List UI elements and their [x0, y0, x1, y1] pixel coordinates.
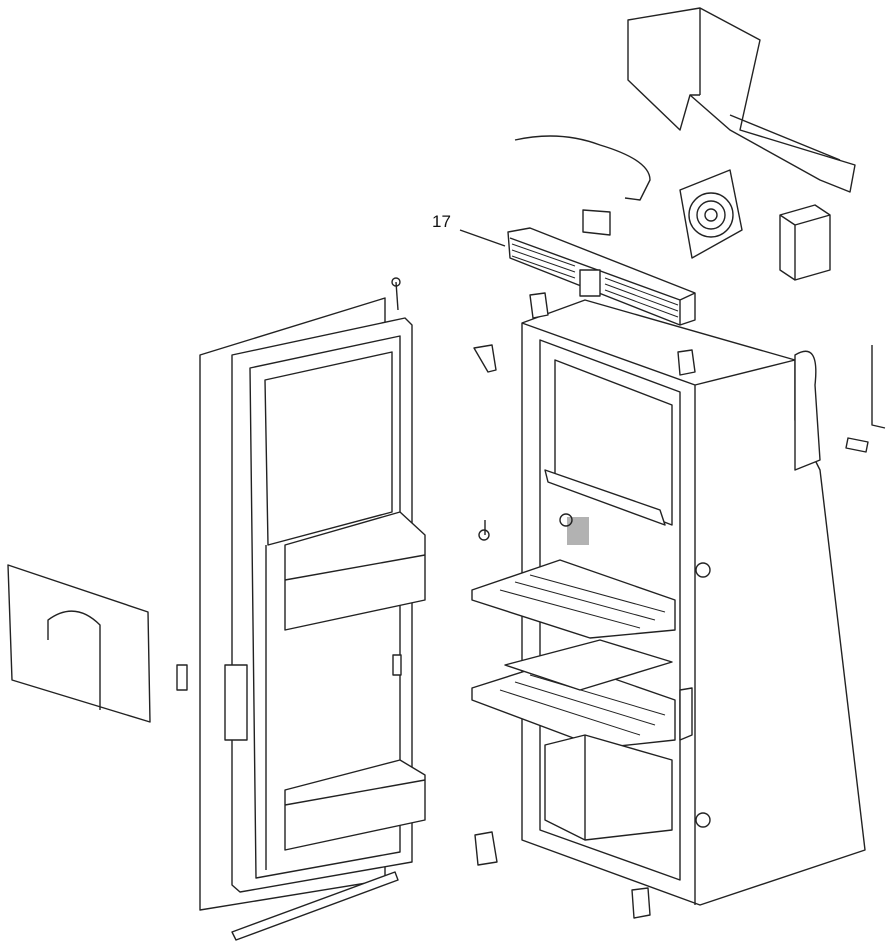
- cabinet: [471, 299, 866, 906]
- control-board: [582, 209, 611, 236]
- top-cover: [627, 7, 856, 193]
- fan: [679, 169, 743, 259]
- wire-harness: [514, 135, 651, 201]
- bottom-trim: [231, 871, 399, 941]
- hinges: [391, 277, 696, 919]
- latch: [176, 664, 188, 691]
- callout-leader-17: [459, 229, 506, 247]
- control-panel-grille: [507, 227, 696, 326]
- allen-key: [871, 345, 886, 429]
- connector: [845, 437, 869, 453]
- door: [224, 317, 426, 893]
- callout-label-17: 17: [432, 212, 451, 231]
- electronic-box: [779, 204, 831, 281]
- freezer-flap: [7, 564, 151, 723]
